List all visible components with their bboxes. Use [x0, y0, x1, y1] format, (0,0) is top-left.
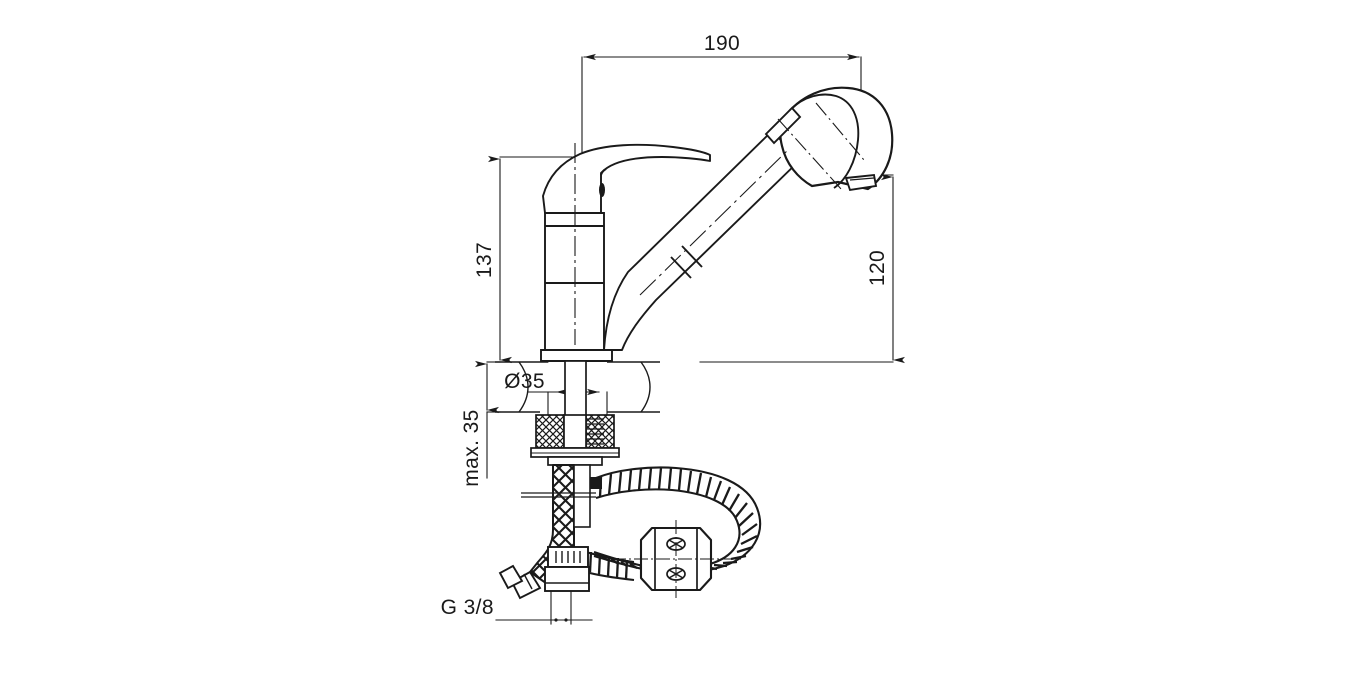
coil-hose-fitting	[590, 477, 602, 489]
spout-joint-line-a	[670, 256, 692, 279]
lever-handle	[542, 143, 711, 214]
tap-base-flange	[540, 349, 613, 362]
dimension-deck-thickness	[474, 360, 501, 479]
hose-weight	[612, 520, 742, 598]
deck-break-line-left	[518, 361, 529, 413]
mounting-collar	[547, 456, 603, 466]
dimension-137-label: 137	[473, 242, 496, 278]
spray-head-centrelines	[777, 102, 865, 191]
spout-joint-line-b	[681, 245, 703, 268]
spray-head-collar	[764, 106, 802, 145]
supply-fittings	[498, 546, 590, 600]
shank-thread-lines	[586, 418, 604, 445]
supply-nut-right-lower	[544, 566, 590, 592]
hose-inner-tube	[573, 464, 591, 528]
spray-head	[764, 86, 894, 192]
spout-centreline	[639, 147, 791, 296]
sink-deck	[495, 361, 660, 413]
tap-body	[540, 212, 613, 362]
dimension-supply-thread-label: G 3/8	[441, 596, 494, 619]
handle-pivot-marker	[599, 183, 605, 197]
tap-shank	[564, 360, 587, 419]
mounting-hardware	[530, 414, 620, 466]
spray-head-inner-edge	[789, 93, 860, 189]
supply-nut-left-inner	[498, 564, 524, 590]
supply-thread-detail	[555, 551, 581, 563]
dimension-190-label: 190	[704, 32, 740, 55]
dimension-hole-diameter-label: Ø35	[504, 370, 545, 393]
hose-weight-centrelines	[612, 520, 742, 598]
coil-hose-stub	[585, 551, 635, 581]
dimension-120-label: 120	[866, 250, 889, 286]
deck-break-line-right	[640, 361, 651, 413]
dimension-supply-thread	[495, 591, 593, 625]
dimension-deck-thickness-label: max. 35	[460, 409, 483, 487]
